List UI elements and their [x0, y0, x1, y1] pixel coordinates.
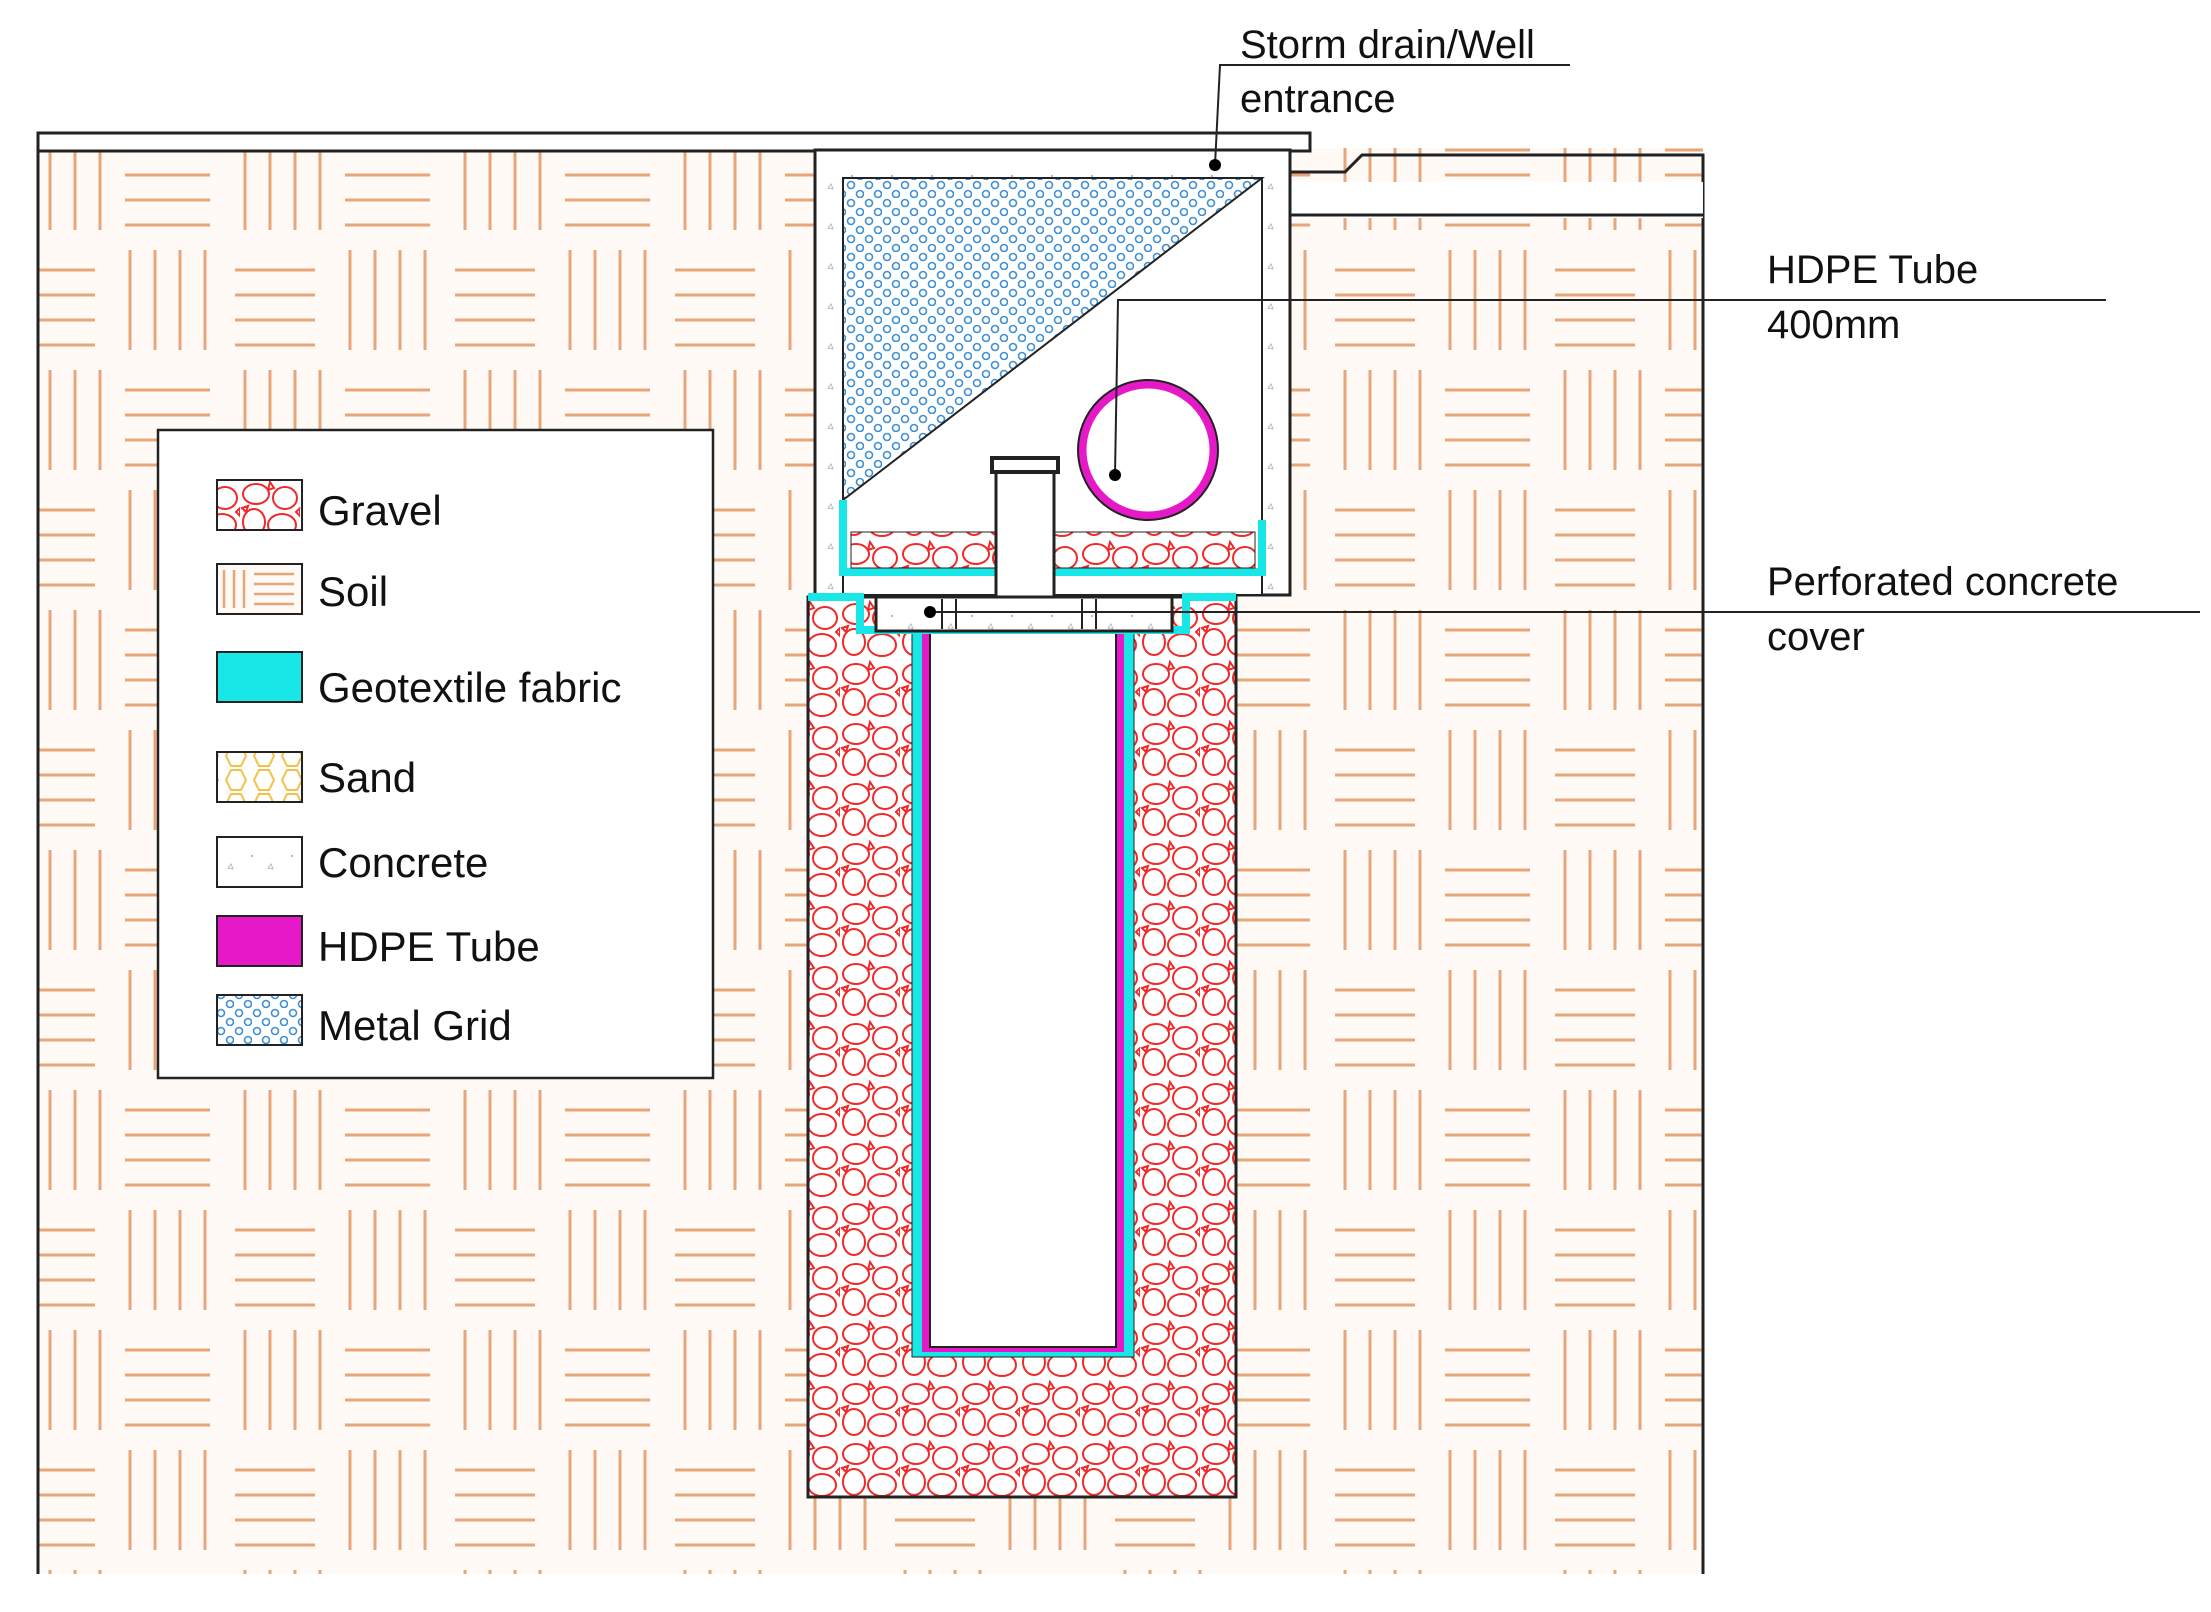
legend-item-soil: Soil — [216, 563, 388, 615]
hdpe-tube-label-line2: 400mm — [1767, 303, 1900, 347]
legend-item-sand: Sand — [216, 751, 416, 803]
hdpe-tube-circle — [1077, 379, 1219, 521]
legend: Gravel Soil Geotextile fabric Sand Concr… — [156, 428, 715, 1080]
legend-label-hdpe-tube: HDPE Tube — [318, 923, 540, 970]
metal-grid-fill — [842, 177, 1265, 503]
legend-label-geotextile: Geotextile fabric — [318, 664, 621, 711]
ground-surface — [36, 131, 1705, 218]
legend-item-concrete: Concrete — [216, 836, 488, 888]
geotextile-swatch — [216, 651, 303, 703]
gravel-swatch — [216, 479, 303, 531]
metal-grid-swatch — [216, 994, 303, 1046]
legend-item-gravel: Gravel — [216, 479, 442, 534]
legend-item-hdpe-tube: HDPE Tube — [216, 915, 540, 970]
legend-label-concrete: Concrete — [318, 839, 488, 886]
legend-item-geotextile: Geotextile fabric — [216, 651, 621, 711]
soil-swatch — [216, 563, 303, 615]
drain-box — [813, 148, 1292, 599]
legend-label-sand: Sand — [318, 754, 416, 801]
box-gravel-layer — [850, 531, 997, 569]
well-shaft — [806, 595, 1238, 1499]
callout-storm-drain: Storm drain/Well entrance — [1209, 23, 1570, 171]
cover-label-line1: Perforated concrete — [1767, 560, 2118, 604]
callout-cover: Perforated concrete cover — [924, 560, 2200, 659]
hdpe-tube-label-line1: HDPE Tube — [1767, 248, 1978, 292]
legend-label-soil: Soil — [318, 568, 388, 615]
storm-drain-label-line2: entrance — [1240, 77, 1396, 121]
legend-label-gravel: Gravel — [318, 487, 442, 534]
legend-item-metal-grid: Metal Grid — [216, 994, 512, 1049]
cover-label-line2: cover — [1767, 615, 1865, 659]
inlet-pipe — [994, 460, 1056, 599]
callout-hdpe-tube: HDPE Tube 400mm — [1109, 248, 2106, 481]
sand-swatch — [216, 751, 303, 803]
concrete-swatch — [216, 836, 303, 888]
hdpe-swatch — [216, 915, 303, 967]
storm-drain-label-line1: Storm drain/Well — [1240, 23, 1535, 67]
legend-label-metal-grid: Metal Grid — [318, 1002, 512, 1049]
